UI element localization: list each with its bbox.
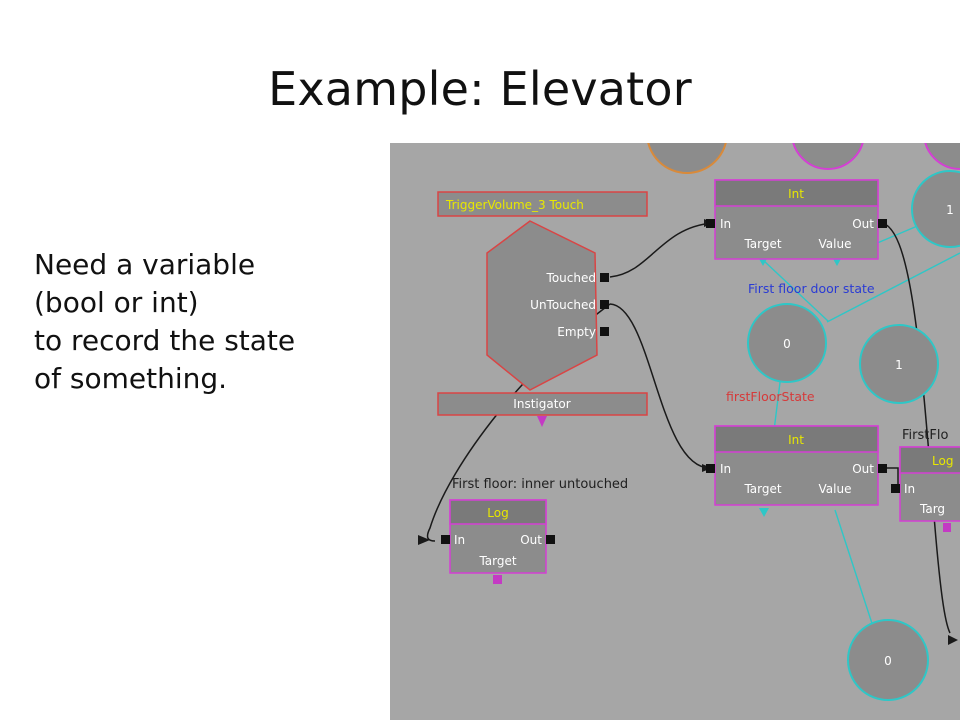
comment-inner-untouched: First floor: inner untouched	[452, 477, 628, 492]
int-bottom-title-bar[interactable]	[714, 425, 879, 453]
var-circle-partial-3[interactable]	[924, 143, 960, 170]
var-top-right-value: 1	[946, 203, 954, 217]
label-first-floor-state: firstFloorState	[726, 389, 815, 404]
body-line-1: Need a variable	[34, 248, 256, 281]
kismet-editor-screenshot: TriggerVolume_3 Touch Touched UnTouched …	[390, 143, 960, 720]
trigger-out-empty: Empty	[557, 325, 596, 339]
var-right-value: 1	[895, 358, 903, 372]
int-node-bottom[interactable]: Int In Out Target Value	[706, 425, 887, 506]
var-circle-bottom[interactable]	[847, 619, 929, 701]
var-bottom-value: 0	[884, 654, 892, 668]
body-line-3: to record the state	[34, 324, 296, 357]
label-door-state: First floor door state	[748, 281, 875, 296]
log-right-title-bar[interactable]	[899, 446, 960, 474]
var-circle-partial-1[interactable]	[647, 143, 727, 174]
comment-first-floor: FirstFlo	[902, 428, 948, 443]
int-top-port-in[interactable]	[706, 219, 715, 228]
log-left-in: In	[454, 533, 465, 547]
log-node-left[interactable]: Log In Out Target	[441, 499, 555, 584]
trigger-volume-node[interactable]: TriggerVolume_3 Touch Touched UnTouched …	[437, 191, 648, 427]
slide-body-text: Need a variable (bool or int) to record …	[34, 246, 374, 398]
exec-arrow-right-edge	[948, 635, 958, 645]
log-right-in: In	[904, 482, 915, 496]
kismet-canvas: TriggerVolume_3 Touch Touched UnTouched …	[418, 143, 960, 701]
int-bottom-in: In	[720, 462, 731, 476]
int-top-title-bar[interactable]	[714, 179, 879, 207]
log-left-title: Log	[487, 506, 508, 520]
int-node-top[interactable]: Int In Out Target Value	[706, 179, 887, 260]
body-line-4: of something.	[34, 362, 228, 395]
log-right-port-in[interactable]	[891, 484, 900, 493]
log-right-target-connector[interactable]	[943, 523, 951, 532]
var-circle-top-right[interactable]	[911, 170, 960, 248]
body-line-2: (bool or int)	[34, 286, 199, 319]
trigger-var-instigator: Instigator	[513, 397, 570, 411]
trigger-instigator-bar[interactable]	[437, 392, 648, 416]
trigger-port-untouched[interactable]	[600, 300, 609, 309]
int-bottom-value: Value	[819, 482, 852, 496]
log-left-out: Out	[520, 533, 542, 547]
log-node-right[interactable]: Log In Targ	[891, 446, 960, 532]
var-center-value: 0	[783, 337, 791, 351]
int-bottom-port-in[interactable]	[706, 464, 715, 473]
log-left-target: Target	[478, 554, 516, 568]
log-left-target-connector[interactable]	[493, 575, 502, 584]
int-bottom-out: Out	[852, 462, 874, 476]
int-top-out: Out	[852, 217, 874, 231]
var-circle-right[interactable]	[859, 324, 939, 404]
trigger-node-title-bar[interactable]	[437, 191, 648, 217]
log-right-title: Log	[932, 454, 953, 468]
int-top-value: Value	[819, 237, 852, 251]
log-left-title-bar[interactable]	[449, 499, 547, 525]
trigger-node-title: TriggerVolume_3 Touch	[445, 198, 584, 212]
trigger-out-untouched: UnTouched	[530, 298, 596, 312]
trigger-port-empty[interactable]	[600, 327, 609, 336]
var-circle-center[interactable]	[747, 303, 827, 383]
int-top-port-out[interactable]	[878, 219, 887, 228]
log-left-port-out[interactable]	[546, 535, 555, 544]
var-circle-partial-2[interactable]	[792, 143, 864, 170]
int-top-in: In	[720, 217, 731, 231]
instigator-connector[interactable]	[537, 416, 547, 427]
trigger-out-touched: Touched	[546, 271, 596, 285]
log-left-port-in[interactable]	[441, 535, 450, 544]
log-right-target: Targ	[919, 502, 945, 516]
int-bottom-port-out[interactable]	[878, 464, 887, 473]
trigger-node-body[interactable]	[486, 220, 598, 391]
trigger-port-touched[interactable]	[600, 273, 609, 282]
slide-title: Example: Elevator	[268, 62, 692, 116]
int-top-title: Int	[788, 187, 804, 201]
int-bottom-target: Target	[743, 482, 781, 496]
int-top-target: Target	[743, 237, 781, 251]
int-bottom-title: Int	[788, 433, 804, 447]
